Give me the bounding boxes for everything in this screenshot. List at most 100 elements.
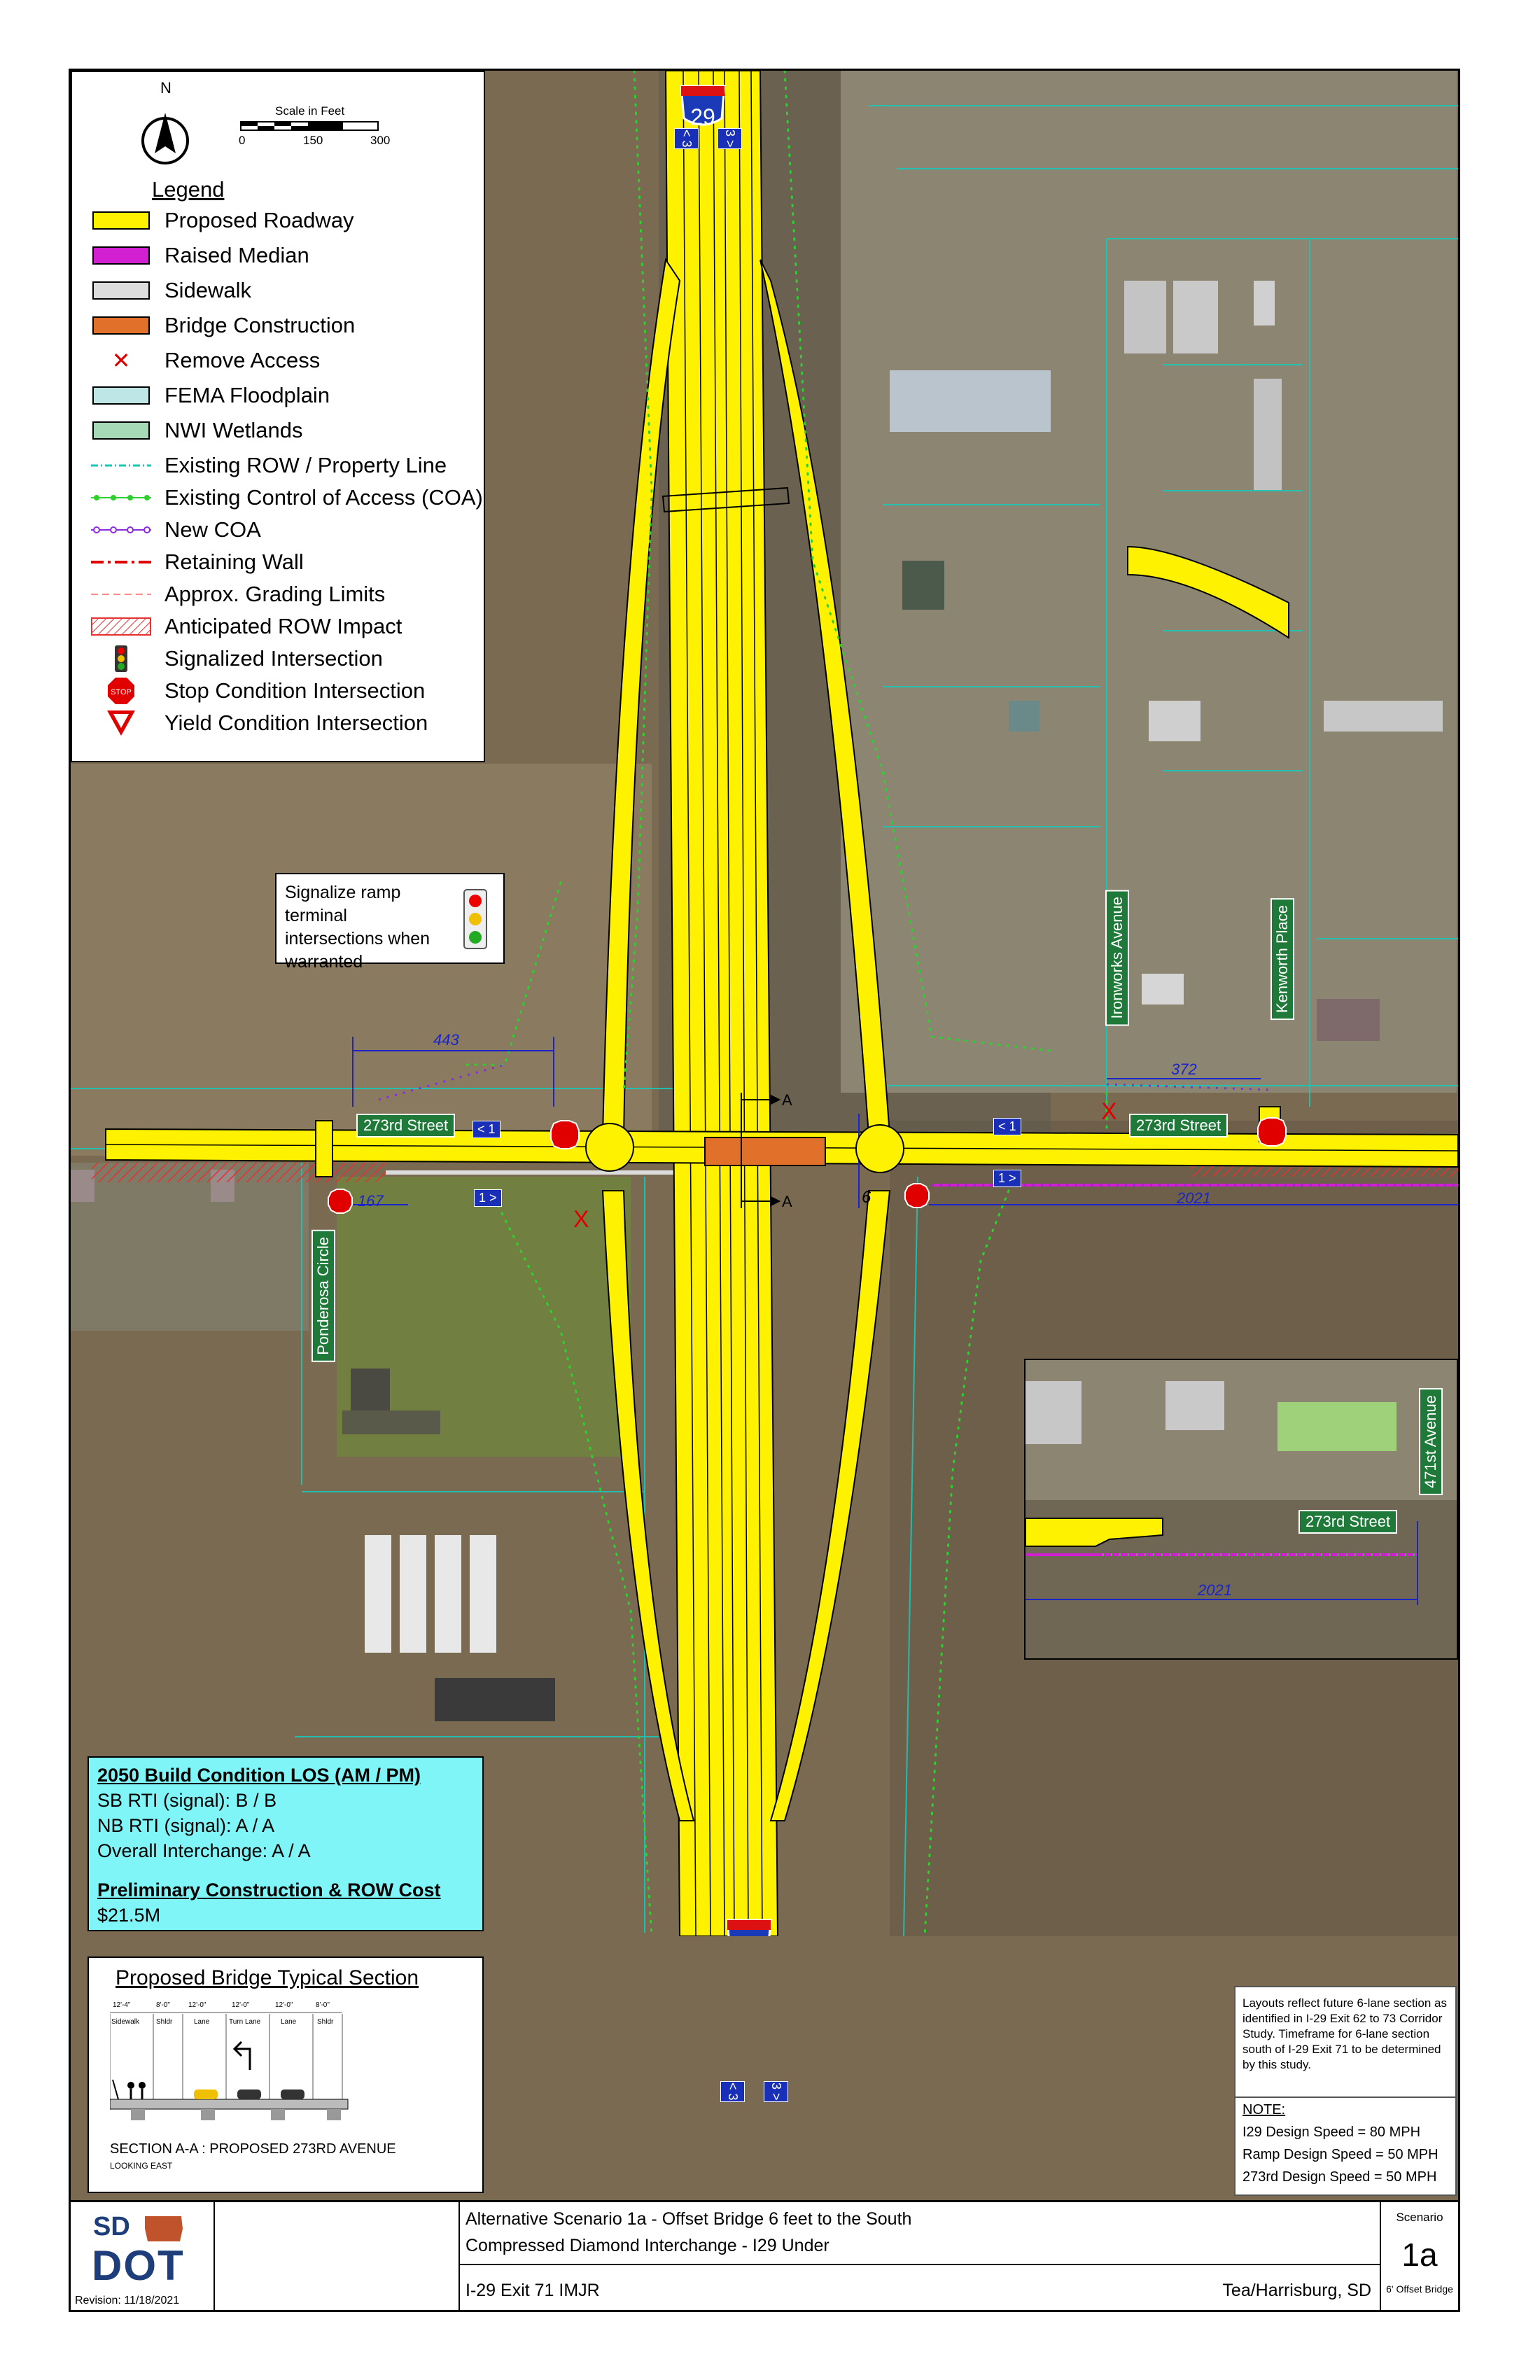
legend-item: Proposed Roadway: [88, 206, 354, 234]
scale-tick-300: 300: [370, 134, 391, 147]
legend-item: Yield Condition Intersection: [88, 709, 428, 737]
stop-sign-icon: [550, 1120, 580, 1149]
bridge-section-title: Proposed Bridge Typical Section: [115, 1966, 419, 1989]
notes-box: Layouts reflect future 6-lane section as…: [1234, 1986, 1457, 2196]
lane-count-sb-north: < 3: [674, 128, 699, 149]
lane-count-wb-west: < 1: [472, 1121, 500, 1138]
scenario-number: 1a: [1401, 2236, 1438, 2273]
revision-date: Revision: 11/18/2021: [75, 2295, 180, 2306]
bridge-section-subcaption: LOOKING EAST: [110, 2161, 173, 2171]
legend-item-label: FEMA Floodplain: [164, 383, 330, 407]
teal-swatch: [92, 386, 150, 405]
legend-item-label: Sidewalk: [164, 278, 252, 302]
legend-item-label: Raised Median: [164, 243, 309, 267]
green-swatch: [92, 421, 150, 440]
width-label: 12'-4": [113, 2001, 131, 2009]
purple-dot-line-icon: [91, 526, 151, 533]
signal-callout-text: Signalize ramp terminal intersections wh…: [285, 883, 430, 972]
legend-item-label: NWI Wetlands: [164, 418, 303, 442]
legend-title: Legend: [152, 177, 225, 202]
bridge-construction: [704, 1137, 826, 1166]
interstate-shield-icon: [726, 1919, 772, 1936]
interstate-shield-number-north: 29: [690, 104, 715, 130]
dimension-6: 6: [862, 1188, 872, 1207]
lane-label: Shldr: [156, 2018, 173, 2026]
title-cell: Alternative Scenario 1a - Offset Bridge …: [460, 2202, 1381, 2310]
svg-text:STOP: STOP: [111, 688, 132, 696]
scenario-cell: Scenario 1a 6' Offset Bridge: [1381, 2202, 1458, 2310]
stop-sign-icon: [904, 1183, 930, 1208]
section-mark-a-north: A: [782, 1091, 792, 1109]
legend-item-label: Bridge Construction: [164, 313, 356, 337]
cost-title: Preliminary Construction & ROW Cost: [97, 1879, 441, 1900]
legend-item: NWI Wetlands: [88, 416, 303, 444]
legend-item: Existing ROW / Property Line: [88, 451, 447, 479]
legend-item-label: Signalized Intersection: [164, 646, 383, 671]
scale-title: Scale in Feet: [275, 104, 345, 118]
magenta-swatch: [92, 246, 150, 265]
proposed-roadway: [105, 71, 1458, 1936]
red-dash-line-icon: [91, 561, 151, 564]
stop-sign-icon: [1257, 1117, 1287, 1147]
width-label: 8'-0": [316, 2001, 330, 2009]
gray-swatch: [92, 281, 150, 300]
lane-count-eb-east: 1 >: [993, 1170, 1021, 1187]
scenario-label: Scenario: [1396, 2211, 1443, 2224]
street-label-273rd-west: 273rd Street: [356, 1114, 456, 1138]
plan-sheet: X X 29 29 < 3 3 > < 3 3 > < 1 1 > < 1 1 …: [69, 69, 1460, 2312]
cost-value: $21.5M: [97, 1905, 161, 1926]
legend-item: Anticipated ROW Impact: [88, 612, 402, 640]
sheet-title-1: Alternative Scenario 1a - Offset Bridge …: [465, 2209, 912, 2229]
legend-item: Signalized Intersection: [88, 645, 383, 673]
street-label-273rd-east: 273rd Street: [1129, 1114, 1228, 1138]
legend-item: Sidewalk: [88, 276, 251, 304]
sddot-logo-cell: SD DOT Revision: 11/18/2021: [71, 2202, 215, 2310]
legend-item: FEMA Floodplain: [88, 382, 330, 410]
dimension-167: 167: [358, 1192, 384, 1210]
frontage-road-ne: [1127, 545, 1289, 639]
legend-item-label: New COA: [164, 517, 261, 542]
street-label-kenworth-place: Kenworth Place: [1270, 898, 1294, 1021]
legend-item: Bridge Construction: [88, 312, 355, 340]
legend-item-label: Proposed Roadway: [164, 208, 354, 232]
logo-dot: DOT: [92, 2242, 185, 2289]
lane-label: Lane: [194, 2018, 210, 2026]
inset-aerial: [1025, 1360, 1457, 1658]
legend-item: ✕Remove Access: [88, 346, 321, 374]
street-label-ponderosa-circle: Ponderosa Circle: [312, 1230, 335, 1362]
scale-bar: [240, 121, 379, 131]
section-cut-line: [741, 1093, 781, 1208]
lane-count-nb-south: 3 >: [764, 2081, 788, 2102]
width-label: 8'-0": [156, 2001, 170, 2009]
inset-street-label-273rd: 273rd Street: [1298, 1510, 1398, 1534]
lane-label: Lane: [281, 2018, 297, 2026]
legend-item-label: Retaining Wall: [164, 550, 304, 574]
title-block: SD DOT Revision: 11/18/2021 Alternative …: [71, 2200, 1458, 2310]
stop-sign-icon: STOP: [108, 678, 134, 704]
yield-sign-icon: [107, 710, 135, 736]
south-dakota-state-icon: [145, 2216, 183, 2241]
legend-item-label: Approx. Grading Limits: [164, 582, 386, 606]
red-hatch-icon: [91, 617, 151, 636]
los-summary-box: 2050 Build Condition LOS (AM / PM) SB RT…: [88, 1756, 484, 1931]
interstate-shield-icon: [680, 85, 726, 126]
pink-dash-line-icon: [91, 594, 151, 595]
notes-lane-text: Layouts reflect future 6-lane section as…: [1242, 1996, 1447, 2071]
sheet-title-2: Compressed Diamond Interchange - I29 Und…: [465, 2236, 830, 2255]
lane-count-nb-north: 3 >: [718, 128, 742, 149]
teal-line-icon: [91, 464, 151, 467]
signal-callout-box: Signalize ramp terminal intersections wh…: [275, 873, 505, 972]
legend-item-label: Anticipated ROW Impact: [164, 614, 402, 638]
inset-dimension-2021: 2021: [1198, 1581, 1232, 1599]
bridge-section-caption: SECTION A-A : PROPOSED 273RD AVENUE: [110, 2141, 396, 2157]
note-ramp-speed: Ramp Design Speed = 50 MPH: [1242, 2147, 1438, 2162]
blank-cell: [215, 2202, 460, 2310]
remove-access-x-sw: X: [573, 1206, 589, 1233]
aerial-map: X X: [71, 71, 1458, 1936]
legend-item-label: Existing ROW / Property Line: [164, 453, 447, 477]
new-coa: [378, 1063, 1458, 1186]
lane-count-wb-east: < 1: [993, 1118, 1021, 1135]
scenario-subtitle: 6' Offset Bridge: [1386, 2283, 1453, 2295]
dimension-372: 372: [1171, 1060, 1197, 1078]
lane-label: Sidewalk: [111, 2018, 140, 2026]
